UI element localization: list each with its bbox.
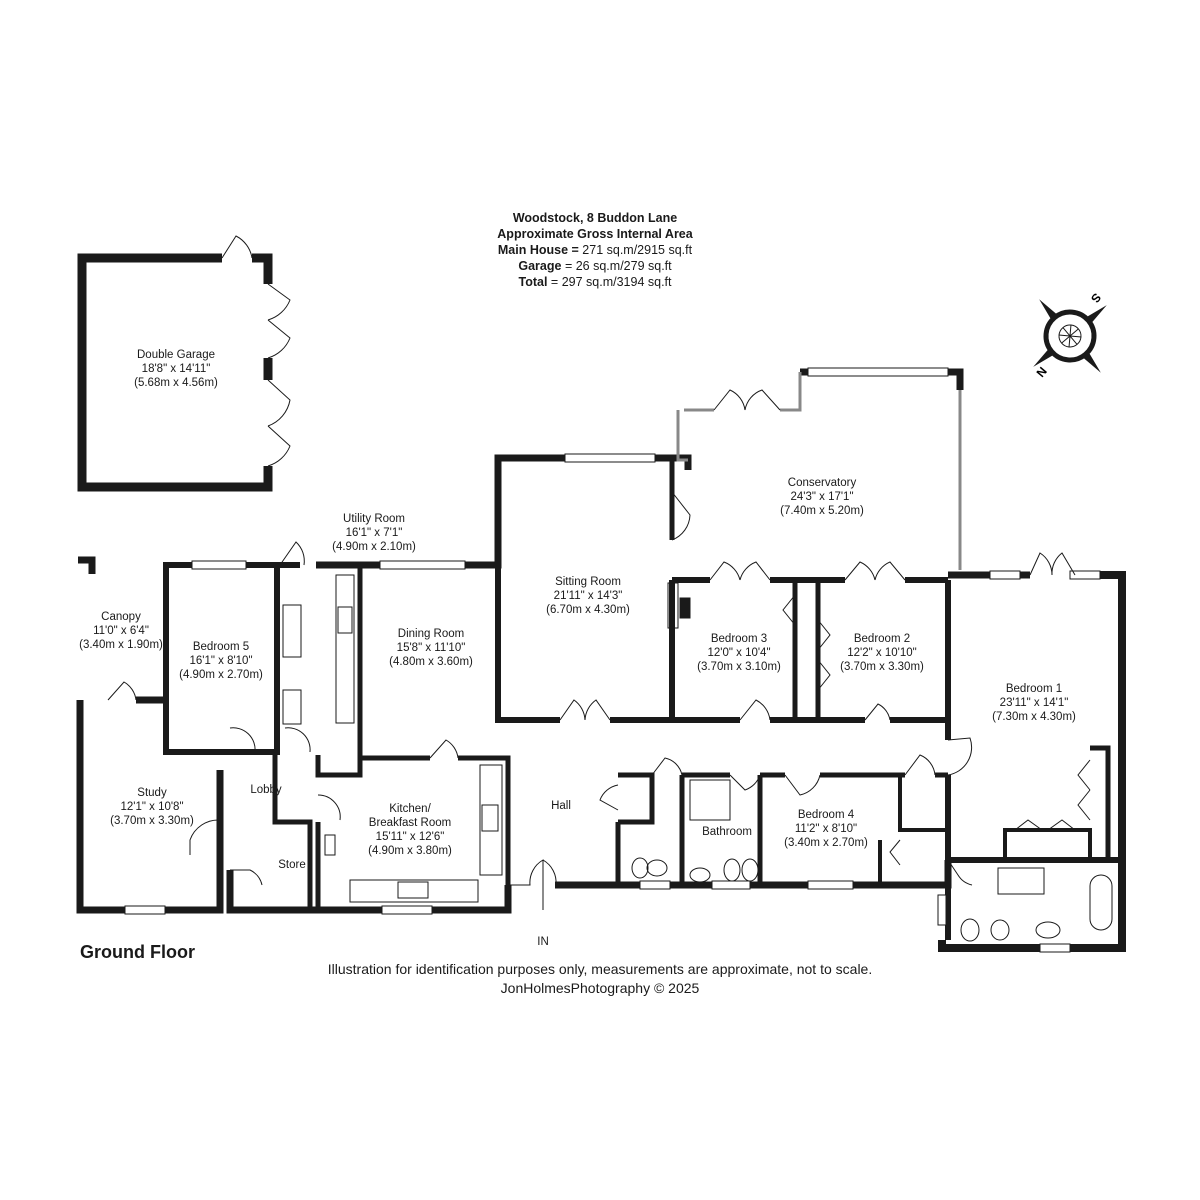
room-bathroom: Bathroom [702, 826, 752, 838]
entrance-label: IN [537, 936, 549, 948]
main-house-area: Main House = 271 sq.m/2915 sq.ft [497, 243, 693, 257]
compass-n: N [1034, 364, 1050, 380]
total-area: Total = 297 sq.m/3194 sq.ft [518, 275, 672, 289]
garage-area: Garage = 26 sq.m/279 sq.ft [518, 259, 672, 273]
windows [124, 367, 1101, 953]
doors [107, 235, 1091, 910]
compass-icon [1033, 299, 1107, 373]
floor-label: Ground Floor [80, 942, 195, 962]
disclaimer: Illustration for identification purposes… [327, 961, 873, 977]
address-title: Woodstock, 8 Buddon Lane [512, 211, 678, 225]
compass-s: S [1088, 290, 1104, 305]
credit: JonHolmesPhotography © 2025 [500, 980, 700, 996]
fixtures [282, 574, 1113, 942]
room-store: Store [278, 859, 306, 871]
area-summary: Woodstock, 8 Buddon Lane Approximate Gro… [400, 210, 790, 290]
area-title: Approximate Gross Internal Area [497, 227, 693, 241]
room-lobby: Lobby [250, 784, 282, 796]
room-hall: Hall [551, 800, 571, 812]
